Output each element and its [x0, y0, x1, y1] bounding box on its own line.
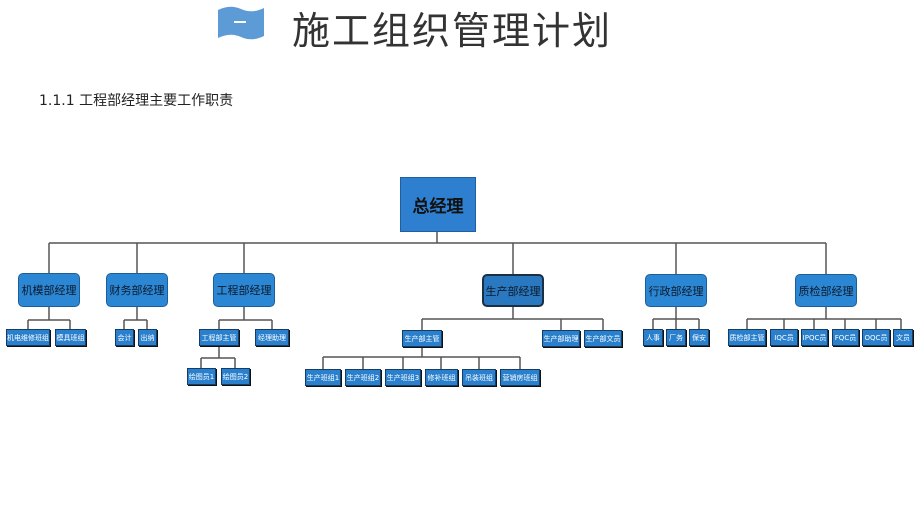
section-heading: 1.1.1 工程部经理主要工作职责	[39, 93, 234, 109]
org-node-staff: 绘图员2	[221, 368, 250, 385]
org-node-staff: 生产班组1	[305, 369, 341, 386]
blue-banner-icon	[218, 6, 264, 40]
org-node-staff: 修补班组	[425, 369, 458, 386]
org-node-staff: 生产班组3	[385, 369, 421, 386]
org-node-staff: 厂务	[666, 329, 686, 346]
org-node-staff: 经理助理	[255, 329, 289, 346]
org-node-staff: IPQC员	[801, 329, 828, 346]
org-node-staff: 生产部主管	[402, 330, 442, 347]
org-node-staff: IQC员	[770, 329, 798, 346]
org-node-staff: 模具班组	[55, 329, 86, 346]
org-node-dept-quality: 质检部经理	[795, 274, 857, 307]
org-node-staff: 人事	[643, 329, 663, 346]
org-node-staff: 会计	[115, 329, 134, 346]
org-node-staff: 机电维修班组	[6, 329, 50, 346]
org-node-staff: 保安	[689, 329, 709, 346]
org-node-staff: 绘图员1	[187, 368, 216, 385]
org-node-staff: 文员	[893, 329, 913, 346]
org-node-staff: 吊装班组	[462, 369, 496, 386]
org-node-dept-mechanical: 机模部经理	[18, 273, 80, 307]
org-node-dept-finance: 财务部经理	[106, 273, 168, 307]
org-node-staff: FQC员	[832, 329, 859, 346]
org-node-staff: 出纳	[138, 329, 157, 346]
org-node-general-manager: 总经理	[400, 177, 476, 232]
org-node-staff: 生产班组2	[345, 369, 381, 386]
org-node-staff: 质检部主管	[728, 329, 766, 346]
org-node-staff: 生产部助理	[542, 330, 580, 347]
org-node-staff: 工程部主管	[199, 329, 239, 346]
org-node-staff: 营销房班组	[500, 369, 540, 386]
org-node-staff: 生产部文员	[584, 330, 622, 347]
org-node-dept-production: 生产部经理	[482, 274, 544, 307]
org-node-dept-admin: 行政部经理	[645, 274, 707, 307]
page-title: 施工组织管理计划	[292, 9, 613, 53]
org-node-dept-engineering: 工程部经理	[213, 273, 275, 307]
org-node-staff: OQC员	[862, 329, 890, 346]
